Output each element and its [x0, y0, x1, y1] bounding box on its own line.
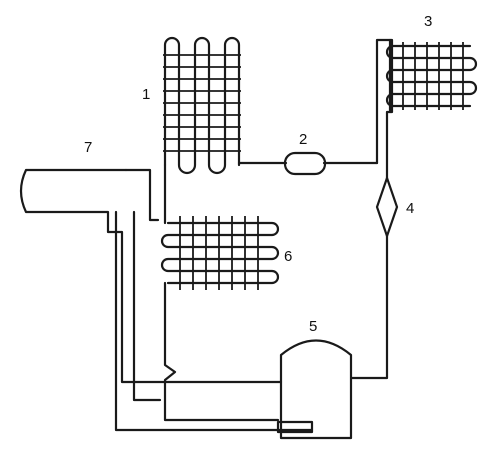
duct-outer-top [19, 168, 283, 384]
expansion-valve [375, 176, 399, 238]
pipe-4-to-5 [350, 232, 389, 380]
label-5: 5 [309, 318, 317, 335]
coil-1 [163, 36, 241, 175]
pipe-3-to-4 [385, 110, 392, 182]
duct-outer-right [124, 168, 160, 222]
coil-1-tubes [163, 36, 241, 175]
duct [19, 168, 314, 432]
coil-1-fins [163, 54, 241, 152]
compressor-inlet [276, 420, 314, 434]
label-6: 6 [284, 248, 292, 265]
label-3: 3 [424, 13, 432, 30]
filter-drier [283, 151, 327, 176]
coil-3 [385, 38, 478, 114]
coil-6 [160, 216, 280, 290]
piping [163, 38, 392, 422]
pipe-6-to-5 [163, 281, 280, 422]
label-1: 1 [142, 86, 150, 103]
label-7: 7 [84, 139, 92, 156]
duct-outer-bottom [114, 210, 314, 432]
label-4: 4 [406, 200, 414, 217]
coil-3-header [388, 38, 394, 114]
pipe-riser-to-3 [375, 38, 392, 165]
coil-6-tubes [160, 221, 280, 285]
coil-3-fins [402, 42, 464, 110]
coil-6-fins [179, 216, 259, 290]
label-2: 2 [299, 131, 307, 148]
compressor-body [279, 339, 353, 440]
compressor [276, 339, 353, 440]
duct-inner-return [132, 210, 162, 402]
